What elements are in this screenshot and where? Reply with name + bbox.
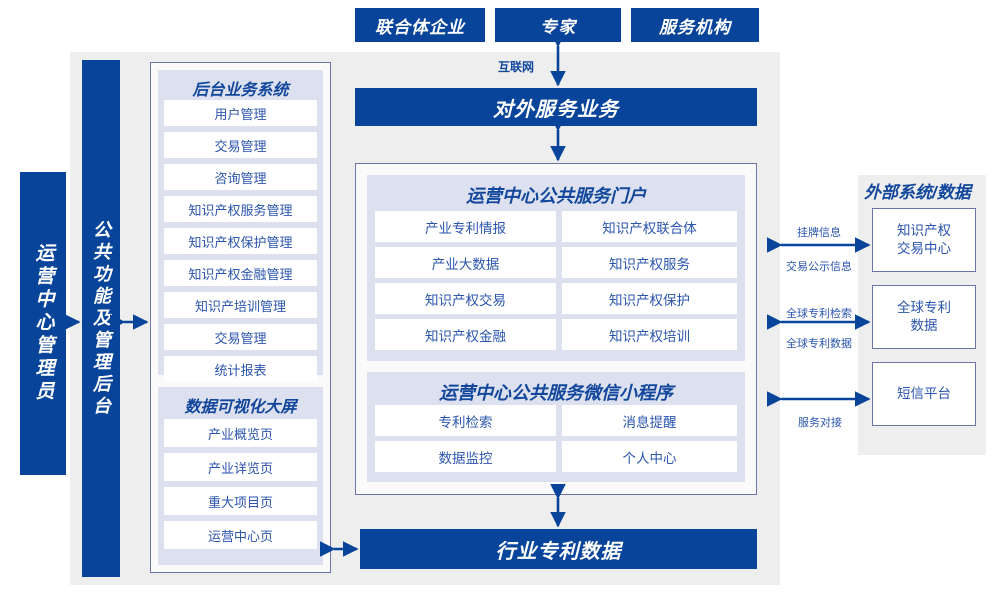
common-backend-label: 公共功能及管理后台 [91,219,111,418]
backend-item-7[interactable]: 交易管理 [164,324,317,350]
backend-system-title: 后台业务系统 [192,82,289,99]
backend-item-5[interactable]: 知识产权金融管理 [164,260,317,286]
external-system-label: 全球专利数据 [897,299,951,333]
backend-item-3[interactable]: 知识产权服务管理 [164,196,317,222]
backend-item-label: 知识产权金融管理 [188,266,293,282]
top-actor-label: 联合体企业 [375,17,465,37]
visual-item-label: 重大项目页 [207,494,273,510]
external-system-sms-platform[interactable]: 短信平台 [872,362,976,426]
portal-item-3[interactable]: 知识产权服务 [562,247,737,278]
backend-item-label: 知识产培训管理 [194,298,286,314]
external-system-label: 知识产权交易中心 [897,222,951,256]
visual-item-2[interactable]: 重大项目页 [164,487,317,515]
backend-item-label: 交易管理 [214,330,267,346]
portal-item-label: 产业大数据 [431,256,500,272]
external-link-label-1-below: 全球专利数据 [786,338,852,350]
portal-item-7[interactable]: 知识产权培训 [562,319,737,350]
visual-item-label: 运营中心页 [207,528,273,544]
portal-item-label: 知识产权金融 [425,328,506,344]
external-service-label: 对外服务业务 [493,98,619,121]
backend-item-label: 交易管理 [214,138,267,154]
visual-item-label: 产业详览页 [207,460,273,476]
miniprogram-item-label: 数据监控 [438,450,493,466]
backend-item-1[interactable]: 交易管理 [164,132,317,158]
external-systems-title: 外部系统/数据 [864,183,971,202]
industry-patent-data-bar[interactable]: 行业专利数据 [360,529,757,569]
portal-item-label: 知识产权培训 [609,328,690,344]
portal-item-label: 知识产权服务 [609,256,690,272]
portal-item-5[interactable]: 知识产权保护 [562,283,737,314]
miniprogram-title: 运营中心公共服务微信小程序 [439,383,673,403]
top-actor-lianheti[interactable]: 联合体企业 [355,8,485,42]
operator-admin-bar[interactable]: 运营中心管理员 [20,172,66,475]
top-actor-label: 专家 [540,17,576,37]
portal-item-1[interactable]: 知识产权联合体 [562,211,737,242]
backend-item-label: 用户管理 [214,106,267,122]
common-backend-bar[interactable]: 公共功能及管理后台 [82,60,120,577]
external-service-bar[interactable]: 对外服务业务 [355,88,757,126]
visual-screen-title: 数据可视化大屏 [184,399,297,416]
industry-patent-data-label: 行业专利数据 [495,540,622,563]
backend-item-label: 统计报表 [214,362,267,378]
portal-item-label: 知识产权交易 [425,292,506,308]
miniprogram-item-0[interactable]: 专利检索 [375,405,556,436]
backend-item-4[interactable]: 知识产权保护管理 [164,228,317,254]
portal-item-4[interactable]: 知识产权交易 [375,283,556,314]
miniprogram-item-label: 个人中心 [622,450,677,466]
external-link-label-1-above: 全球专利检索 [786,308,852,320]
miniprogram-item-2[interactable]: 数据监控 [375,441,556,472]
backend-item-0[interactable]: 用户管理 [164,100,317,126]
external-link-label-2-below: 服务对接 [798,417,842,429]
portal-item-6[interactable]: 知识产权金融 [375,319,556,350]
miniprogram-item-label: 消息提醒 [622,414,677,430]
backend-item-label: 咨询管理 [214,170,267,186]
portal-item-label: 知识产权保护 [609,292,690,308]
external-system-label: 短信平台 [897,385,951,401]
external-link-label-0-below: 交易公示信息 [786,261,852,273]
miniprogram-item-label: 专利检索 [438,414,493,430]
visual-item-3[interactable]: 运营中心页 [164,521,317,549]
miniprogram-item-3[interactable]: 个人中心 [562,441,737,472]
backend-item-6[interactable]: 知识产培训管理 [164,292,317,318]
miniprogram-item-1[interactable]: 消息提醒 [562,405,737,436]
backend-item-8[interactable]: 统计报表 [164,356,317,382]
portal-item-2[interactable]: 产业大数据 [375,247,556,278]
backend-item-label: 知识产权服务管理 [188,202,293,218]
visual-item-label: 产业概览页 [207,426,273,442]
visual-item-1[interactable]: 产业详览页 [164,453,317,481]
top-actor-service-org[interactable]: 服务机构 [631,8,759,42]
visual-item-0[interactable]: 产业概览页 [164,419,317,447]
internet-label: 互联网 [497,60,534,74]
backend-item-label: 知识产权保护管理 [188,234,293,250]
backend-item-2[interactable]: 咨询管理 [164,164,317,190]
portal-item-0[interactable]: 产业专利情报 [375,211,556,242]
external-system-ip-exchange[interactable]: 知识产权交易中心 [872,208,976,272]
portal-item-label: 产业专利情报 [425,220,506,236]
external-system-global-patent[interactable]: 全球专利数据 [872,285,976,349]
top-actor-label: 服务机构 [659,17,731,37]
external-link-label-0-above: 挂牌信息 [797,227,841,239]
portal-item-label: 知识产权联合体 [602,220,697,236]
portal-title: 运营中心公共服务门户 [466,186,646,206]
operator-admin-label: 运营中心管理员 [32,243,54,404]
top-actor-expert[interactable]: 专家 [495,8,621,42]
